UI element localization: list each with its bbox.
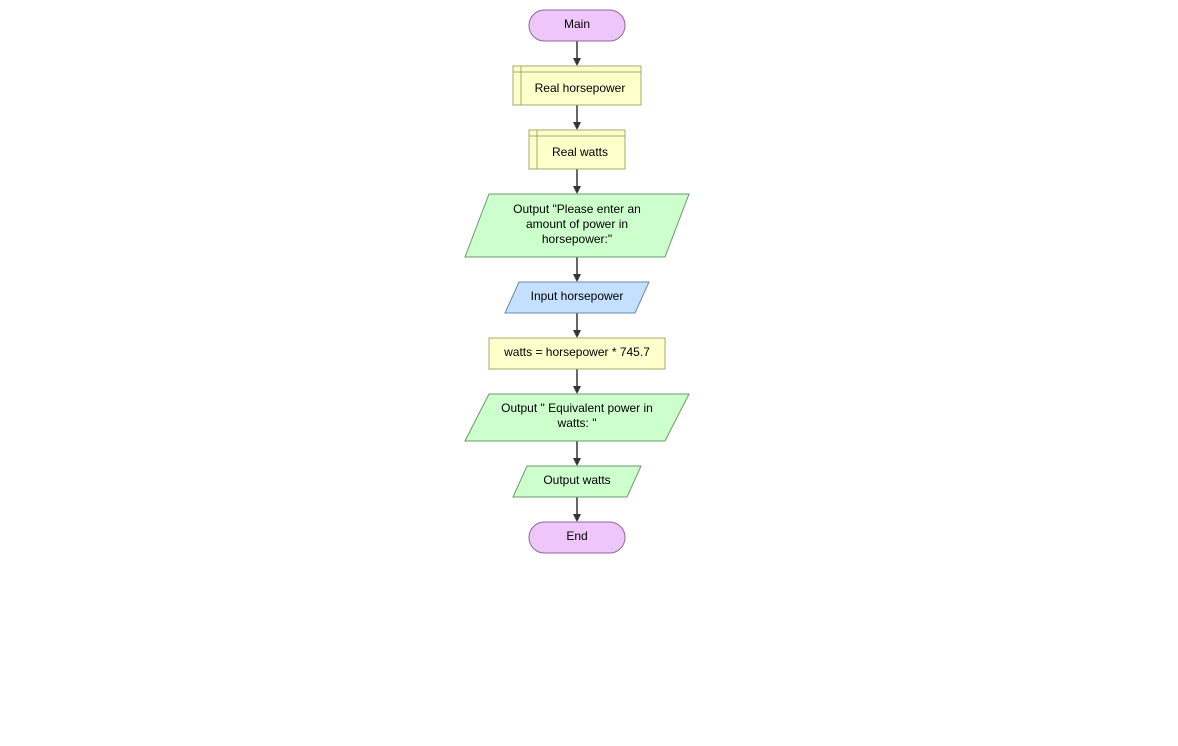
connector-arrow	[573, 441, 581, 466]
node-label: Output " Equivalent power in	[501, 401, 653, 415]
output-shape	[512, 465, 642, 498]
connector-arrow	[573, 369, 581, 394]
terminal-shape	[528, 521, 626, 554]
node-label: Real horsepower	[535, 81, 626, 95]
terminal-shape	[528, 9, 626, 42]
node-input-horsepower[interactable]: Input horsepower	[504, 281, 650, 314]
arrowhead	[573, 58, 581, 66]
output-shape	[464, 193, 690, 258]
node-label: Output watts	[543, 473, 610, 487]
node-start[interactable]: Main	[528, 9, 626, 42]
output-shape	[464, 393, 690, 442]
connector-arrow	[573, 257, 581, 282]
flowchart-connectors	[573, 41, 581, 522]
node-label: watts: "	[557, 416, 597, 430]
node-label: End	[566, 529, 587, 543]
arrowhead	[573, 186, 581, 194]
node-label: Input horsepower	[531, 289, 624, 303]
node-label: Output "Please enter an	[513, 202, 641, 216]
arrowhead	[573, 386, 581, 394]
node-label: Main	[564, 17, 590, 31]
input-shape	[504, 281, 650, 314]
node-assign-watts[interactable]: watts = horsepower * 745.7	[488, 337, 666, 370]
process-shape	[488, 337, 666, 370]
connector-arrow	[573, 313, 581, 338]
node-declare-horsepower[interactable]: Real horsepower	[512, 65, 642, 106]
arrowhead	[573, 514, 581, 522]
connector-arrow	[573, 497, 581, 522]
node-declare-watts[interactable]: Real watts	[528, 129, 626, 170]
arrowhead	[573, 458, 581, 466]
arrowhead	[573, 330, 581, 338]
node-label: Real watts	[552, 145, 608, 159]
node-output-watts[interactable]: Output watts	[512, 465, 642, 498]
node-end[interactable]: End	[528, 521, 626, 554]
node-label: horsepower:"	[542, 232, 612, 246]
arrowhead	[573, 122, 581, 130]
node-label: amount of power in	[526, 217, 628, 231]
connector-arrow	[573, 41, 581, 66]
node-label: watts = horsepower * 745.7	[503, 345, 650, 359]
connector-arrow	[573, 169, 581, 194]
arrowhead	[573, 274, 581, 282]
connector-arrow	[573, 105, 581, 130]
